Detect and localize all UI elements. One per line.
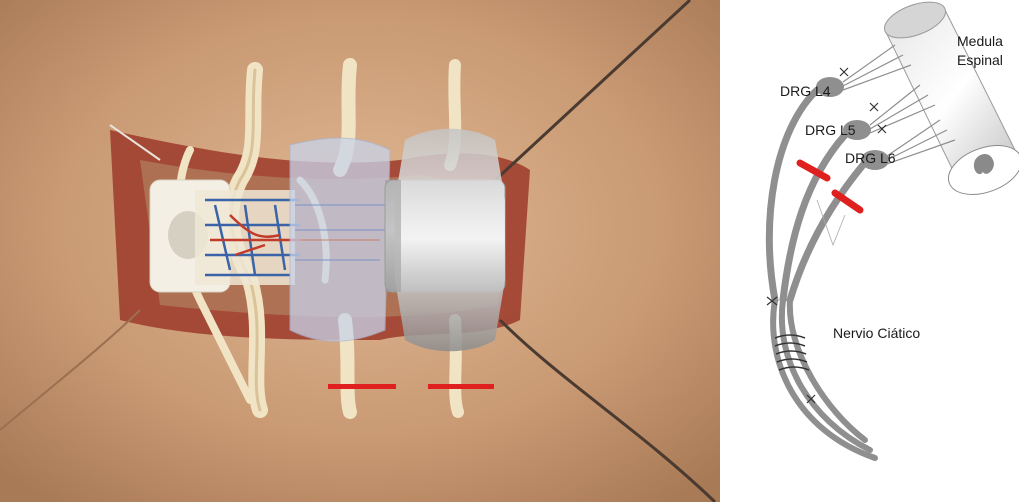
label-drg-l6: DRG L6 — [845, 150, 896, 166]
label-nervio-ciatico: Nervio Ciático — [833, 325, 920, 341]
surgical-photo — [0, 0, 720, 502]
label-medula-line1: Medula — [957, 33, 1003, 49]
ligature-mark-1 — [328, 384, 396, 389]
label-drg-l4: DRG L4 — [780, 83, 831, 99]
ligature-mark-2 — [428, 384, 494, 389]
nerve-schematic: Medula Espinal DRG L4 DRG L5 DRG L6 Nerv… — [735, 0, 1019, 502]
label-drg-l5: DRG L5 — [805, 122, 856, 138]
outer-sheath — [395, 129, 505, 352]
spinal-cord — [880, 0, 1019, 204]
spinal-nerves — [769, 90, 875, 458]
label-medula-line2: Espinal — [957, 52, 1003, 68]
